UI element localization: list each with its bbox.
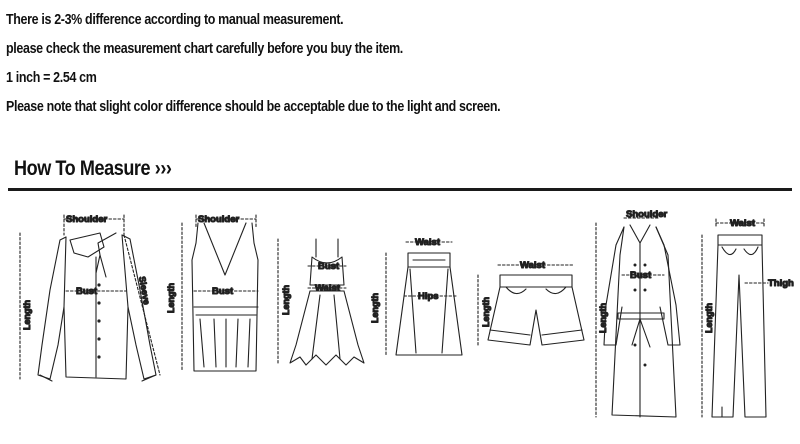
- trench-coat-shoulder-label: Shoulder: [626, 209, 667, 220]
- how-to-measure-heading: How To Measure ›››: [14, 157, 172, 181]
- trousers-waist-label: Waist: [730, 218, 756, 229]
- tank-top-bust-label: Bust: [212, 286, 234, 297]
- tank-top-shoulder-label: Shoulder: [198, 214, 239, 225]
- blouse-sleeve-label: Sleeve: [137, 276, 152, 306]
- blouse-measure-lines: [19, 214, 161, 380]
- strap-dress-length-label: Length: [281, 285, 291, 315]
- trench-coat-bust-label: Bust: [630, 270, 652, 281]
- shorts-diagram: [487, 274, 585, 346]
- strap-dress-measure-lines: [277, 238, 347, 364]
- skirt-hips-label: Hips: [418, 291, 439, 302]
- measurement-notes: There is 2-3% difference according to ma…: [6, 6, 786, 122]
- strap-dress-waist-label: Waist: [315, 283, 341, 294]
- strap-dress-diagram: [289, 238, 365, 366]
- heading-divider: [8, 188, 792, 191]
- trousers-diagram: [711, 234, 767, 418]
- skirt-waist-label: Waist: [415, 237, 441, 248]
- skirt-diagram: [395, 252, 463, 356]
- measurement-diagrams: Shoulder Bust Length Sleeve Shoulder Bus…: [19, 208, 795, 418]
- shorts-waist-label: Waist: [520, 260, 546, 271]
- note-color-difference: Please note that slight color difference…: [6, 99, 501, 115]
- tank-top-length-label: Length: [166, 283, 176, 313]
- note-inch-conversion: 1 inch = 2.54 cm: [6, 70, 97, 86]
- heading-arrows-icon: ›››: [154, 157, 172, 180]
- blouse-diagram: [37, 232, 157, 382]
- trench-coat-measure-lines: [595, 217, 665, 418]
- skirt-length-label: Length: [370, 293, 380, 323]
- trousers-length-label: Length: [704, 303, 714, 333]
- shorts-length-label: Length: [481, 297, 491, 327]
- blouse-bust-label: Bust: [76, 286, 98, 297]
- note-check-chart: please check the measurement chart caref…: [6, 41, 403, 57]
- note-difference: There is 2-3% difference according to ma…: [6, 12, 344, 28]
- trench-coat-length-label: Length: [598, 303, 608, 333]
- heading-text: How To Measure: [14, 157, 151, 180]
- tank-top-measure-lines: [181, 214, 259, 372]
- trousers-thigh-label: Thigh: [768, 278, 794, 289]
- blouse-shoulder-label: Shoulder: [66, 214, 107, 225]
- blouse-length-label: Length: [22, 300, 32, 330]
- trench-coat-diagram: [603, 224, 681, 418]
- trousers-measure-lines: [701, 218, 769, 418]
- strap-dress-bust-label: Bust: [318, 261, 340, 272]
- shorts-measure-lines: [477, 264, 575, 346]
- skirt-measure-lines: [385, 241, 457, 356]
- tank-top-diagram: [191, 222, 259, 372]
